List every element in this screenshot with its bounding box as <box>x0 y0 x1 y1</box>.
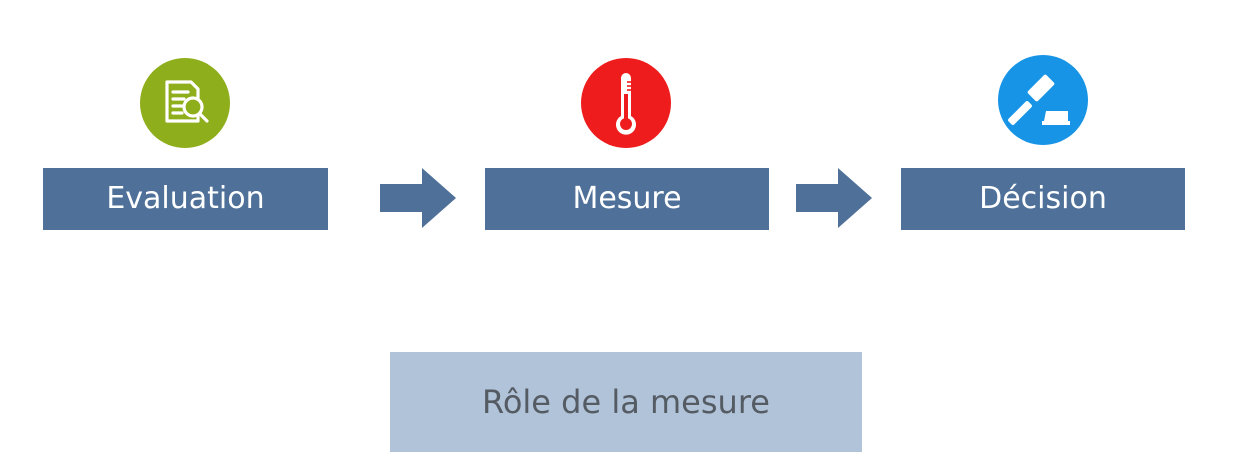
thermometer-icon <box>581 58 671 148</box>
step-mesure-label: Mesure <box>572 181 682 216</box>
arrow-right-icon <box>380 168 456 228</box>
gavel-icon <box>998 55 1088 145</box>
arrow-right-icon <box>796 168 872 228</box>
caption-box: Rôle de la mesure <box>390 352 862 452</box>
step-evaluation: Evaluation <box>43 168 328 230</box>
step-evaluation-label: Evaluation <box>106 181 265 216</box>
step-decision: Décision <box>901 168 1185 230</box>
caption-text: Rôle de la mesure <box>482 383 770 421</box>
document-search-icon <box>140 58 230 148</box>
step-decision-label: Décision <box>979 181 1107 216</box>
step-mesure: Mesure <box>485 168 769 230</box>
